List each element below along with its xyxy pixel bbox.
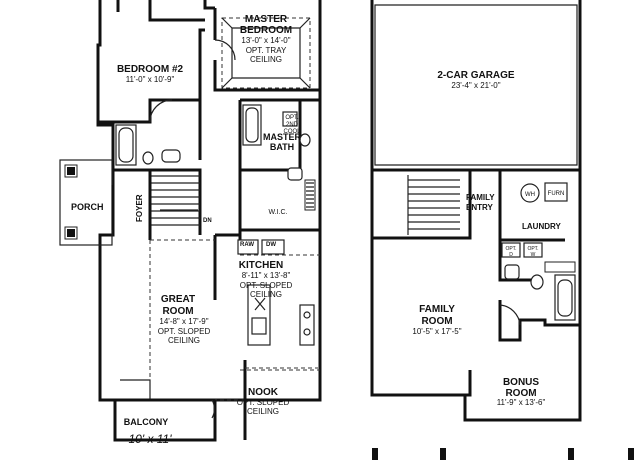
great-room-note-1: OPT. SLOPED [158, 327, 211, 336]
raw-label: RAW [240, 242, 254, 248]
opt-2nd-cool-2: 2ND [286, 122, 299, 128]
upper-floor-plan [59, 0, 322, 442]
foyer-label: FOYER [135, 194, 144, 222]
master-bedroom-note-1: OPT. TRAY [246, 46, 287, 55]
great-room-label-1: GREAT [161, 294, 195, 305]
master-bedroom-note-2: CEILING [250, 55, 282, 64]
dn-label: DN [203, 218, 212, 224]
balcony-label: BALCONY [124, 417, 169, 427]
garage-size: 23'-4" x 21'-0" [451, 81, 500, 90]
opt-2nd-cool-3: COOL [283, 129, 301, 135]
bonus-room-label-2: ROOM [505, 388, 536, 399]
master-bedroom-size: 13'-0" x 14'-0" [241, 36, 290, 45]
garage-label: 2-CAR GARAGE [437, 70, 515, 81]
family-entry-label-2: ENTRY [466, 203, 493, 212]
dw-label: DW [266, 242, 276, 248]
nook-note-1: OPT. SLOPED [237, 398, 290, 407]
opt-d-label-1: OPT. [505, 246, 516, 252]
family-room-label-2: ROOM [421, 316, 452, 327]
lower-floor-plan [370, 0, 634, 460]
laundry-label: LAUNDRY [522, 222, 561, 231]
wic-label: W.I.C. [268, 209, 287, 216]
porch-label: PORCH [71, 202, 104, 212]
balcony-size: 10' x 11' [128, 432, 172, 446]
family-entry-label-1: FAMILY [466, 193, 495, 202]
nook-label: NOOK [248, 387, 279, 398]
kitchen-label: KITCHEN [239, 260, 283, 271]
master-bedroom-label-2: BEDROOM [240, 25, 292, 36]
furn-label: FURN [548, 191, 565, 197]
kitchen-size: 8'-11" x 13'-8" [242, 271, 291, 280]
kitchen-note-1: OPT. SLOPED [240, 281, 293, 290]
bonus-room-label-1: BONUS [503, 377, 539, 388]
great-room-label-2: ROOM [162, 306, 193, 317]
bedroom2-size: 11'-0" x 10'-9" [126, 75, 175, 84]
master-bath-label-2: BATH [270, 142, 294, 152]
bedroom2-label: BEDROOM #2 [117, 64, 184, 75]
wh-label: WH [525, 192, 535, 198]
opt-w-label-2: W [531, 252, 536, 258]
opt-2nd-cool-1: OPT. [285, 115, 299, 121]
family-room-size: 10'-5" x 17'-5" [412, 327, 461, 336]
great-room-size: 14'-8" x 17'-9" [159, 317, 208, 326]
opt-w-label-1: OPT. [527, 246, 538, 252]
nook-note-2: CEILING [247, 407, 279, 416]
opt-d-label-2: D [509, 252, 513, 258]
great-room-note-2: CEILING [168, 336, 200, 345]
family-room-label-1: FAMILY [419, 304, 455, 315]
kitchen-note-2: CEILING [250, 290, 282, 299]
master-bedroom-label: MASTER [245, 14, 288, 25]
master-bath-label-1: MASTER [263, 132, 302, 142]
bonus-room-size: 11'-9" x 13'-6" [497, 398, 546, 407]
